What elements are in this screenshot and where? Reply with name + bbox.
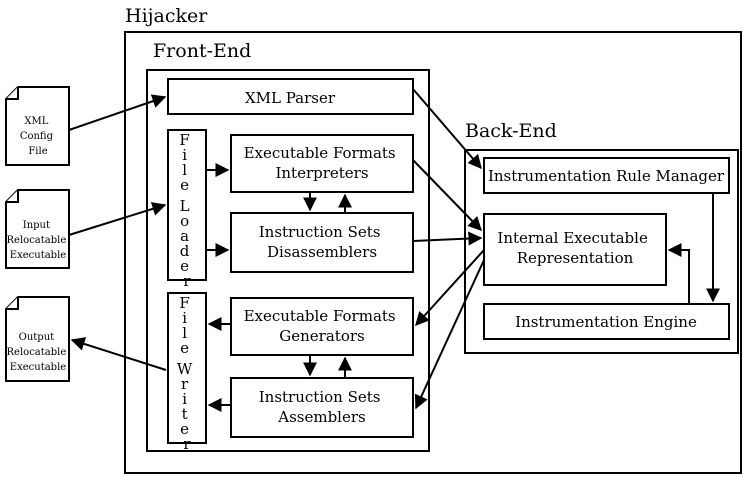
- formats-interpreters-box: [230, 134, 414, 193]
- sets-assemblers-label: Instruction Sets Assemblers: [259, 388, 386, 426]
- file-loader-label: F i l e L o a d e r: [179, 131, 194, 290]
- sets-disassemblers-label: Instruction Sets Disassemblers: [259, 223, 386, 261]
- xml-file-to-parser-arrow: [68, 94, 167, 131]
- xml-parser-label: XML Parser: [245, 89, 336, 107]
- xml-config-file-icon: [5, 86, 70, 166]
- input-file-to-loader-arrow: [68, 202, 167, 236]
- representation-to-assemblers-arrow: [414, 259, 485, 410]
- formats-generators-box: [230, 297, 414, 356]
- frontend-frame: [146, 69, 430, 452]
- interpreters-to-representation-arrow: [412, 159, 482, 232]
- backend-frame: [464, 149, 739, 354]
- representation-to-generators-arrow: [415, 249, 485, 327]
- instrumentation-engine-label: Instrumentation Engine: [515, 313, 697, 331]
- file-loader-box: [167, 129, 207, 281]
- backend-title: Back-End: [465, 120, 557, 142]
- parser-to-rule-manager-arrow: [412, 88, 482, 170]
- internal-representation-label: Internal Executable Representation: [497, 229, 652, 267]
- hijacker-frame: [124, 31, 742, 474]
- rule-manager-box: [483, 157, 730, 194]
- input-executable-file-label: Input Relocatable Executable: [7, 220, 70, 261]
- input-executable-file-icon: [5, 189, 70, 269]
- internal-representation-box: [483, 213, 667, 286]
- engine-to-representation-arrow: [667, 243, 690, 304]
- rule-manager-label: Instrumentation Rule Manager: [488, 167, 725, 185]
- hijacker-title: Hijacker: [125, 5, 208, 27]
- xml-config-file-label: XML Config File: [20, 116, 56, 157]
- file-writer-box: [167, 292, 207, 444]
- frontend-title: Front-End: [153, 40, 251, 62]
- sets-disassemblers-box: [230, 212, 414, 273]
- xml-parser-box: [167, 78, 414, 115]
- disassemblers-to-representation-arrow: [412, 231, 483, 246]
- formats-generators-label: Executable Formats Generators: [244, 307, 401, 345]
- formats-interpreters-label: Executable Formats Interpreters: [244, 144, 401, 182]
- instrumentation-engine-box: [483, 303, 730, 340]
- file-writer-label: F i l e W r i t e r: [177, 294, 197, 453]
- output-executable-file-icon: [5, 296, 70, 382]
- writer-to-output-file-arrow: [70, 337, 167, 371]
- sets-assemblers-box: [230, 377, 414, 438]
- output-executable-file-label: Output Relocatable Executable: [7, 332, 70, 373]
